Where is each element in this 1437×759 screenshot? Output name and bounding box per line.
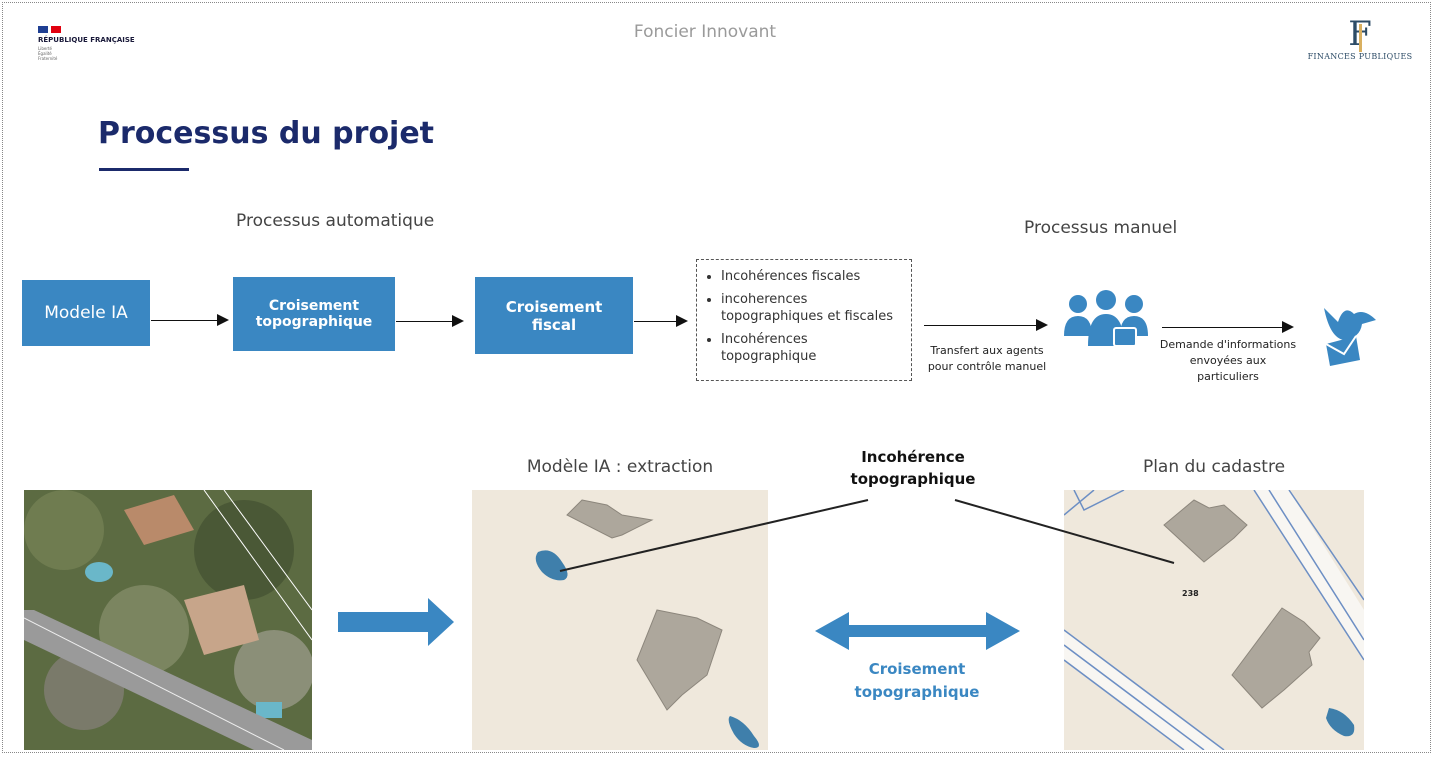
extraction-caption: Modèle IA : extraction xyxy=(526,457,714,477)
title-underline xyxy=(99,168,189,171)
arrow-2 xyxy=(396,315,464,327)
motto-3: Fraternité xyxy=(38,56,58,61)
step-modele-ia: Modele IA xyxy=(22,280,150,346)
logo-right-text: FINANCES PUBLIQUES xyxy=(1307,52,1413,61)
parcel-number: 238 xyxy=(1182,589,1199,598)
arrow-request xyxy=(1162,321,1294,333)
logo-left-text: RÉPUBLIQUE FRANÇAISE xyxy=(38,36,135,44)
outcome-item: Incohérences topographique xyxy=(721,331,901,365)
step-croisement-topographique: Croisement topographique xyxy=(233,277,395,351)
arrow-transfer xyxy=(924,319,1048,331)
aerial-photo xyxy=(24,490,312,750)
arrow-1 xyxy=(151,314,229,326)
auto-process-label: Processus automatique xyxy=(236,211,435,231)
crossing-label: Croisement topographique xyxy=(854,660,980,701)
request-label: Demande d'informations envoyées aux part… xyxy=(1159,338,1297,383)
page-title: Processus du projet xyxy=(98,116,435,151)
right-arrow-icon xyxy=(338,598,454,646)
cadastre-map: 238 xyxy=(1064,490,1364,750)
outcomes-box: Incohérences fiscales incoherences topog… xyxy=(696,259,912,381)
step-croisement-fiscal: Croisement fiscal xyxy=(475,277,633,354)
ai-extraction-map xyxy=(472,490,768,750)
transfer-label: Transfert aux agents pour contrôle manue… xyxy=(927,344,1047,373)
outcome-item: incoherences topographiques et fiscales xyxy=(721,291,901,325)
finances-publiques-logo: F FINANCES PUBLIQUES xyxy=(1305,16,1415,61)
agents-group-icon xyxy=(1064,290,1148,347)
double-arrow-icon xyxy=(815,612,1020,650)
motto-1: Liberté xyxy=(38,46,53,51)
manual-process-label: Processus manuel xyxy=(1024,218,1178,238)
arrow-3 xyxy=(634,315,688,327)
outcome-item: Incohérences fiscales xyxy=(721,268,901,285)
cadastre-caption: Plan du cadastre xyxy=(1142,457,1286,477)
mail-bird-icon xyxy=(1324,308,1376,366)
header-title: Foncier Innovant xyxy=(633,22,777,42)
motto-2: Égalité xyxy=(38,51,52,56)
republique-francaise-logo: RÉPUBLIQUE FRANÇAISE Liberté Égalité Fra… xyxy=(38,26,135,61)
inconsistency-label: Incohérence topographique xyxy=(850,448,976,488)
